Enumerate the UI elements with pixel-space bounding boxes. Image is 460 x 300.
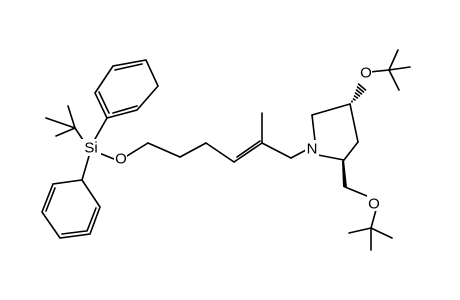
atom-si: Si	[80, 139, 101, 157]
bond	[179, 142, 207, 158]
hash	[356, 86, 365, 93]
atom-o-silyl-ether: O	[114, 150, 127, 168]
bond	[98, 152, 115, 160]
atom-o-ring-ether: O	[359, 64, 372, 82]
oxygen-label: O	[115, 151, 127, 168]
double-bond	[61, 230, 87, 235]
bond	[388, 69, 400, 91]
bond	[388, 66, 411, 71]
bond	[311, 114, 316, 142]
tert-butoxymethyl-side-chain	[344, 186, 393, 251]
bond	[81, 155, 90, 181]
bond	[290, 149, 307, 159]
double-bond	[114, 63, 143, 71]
bond	[369, 69, 390, 73]
alkyl-chain	[98, 112, 307, 163]
label-backdrop	[114, 150, 127, 166]
double-bond	[236, 140, 261, 158]
hash	[352, 98, 356, 101]
bond	[370, 227, 393, 239]
atom-o-side-chain-ether: O	[367, 195, 381, 213]
hashed-wedge-bond	[351, 83, 367, 103]
label-backdrop	[80, 139, 101, 156]
hash	[355, 89, 363, 95]
double-bond	[45, 187, 56, 212]
bond	[147, 142, 181, 158]
hash	[353, 95, 359, 99]
oxygen-label: O	[368, 196, 380, 213]
phenyl-ring-lower	[41, 155, 101, 239]
double-bond	[98, 91, 110, 114]
tert-butoxy-on-ring	[369, 49, 411, 91]
bond	[348, 227, 372, 234]
bond	[388, 49, 399, 71]
label-backdrop	[367, 195, 381, 211]
double-bond	[112, 105, 138, 114]
ring-bonds	[94, 59, 159, 119]
bond	[317, 154, 345, 161]
nitrogen-label: N	[307, 141, 318, 158]
bond	[45, 117, 76, 129]
bond	[205, 142, 235, 163]
hash	[357, 83, 367, 91]
label-backdrop	[305, 140, 319, 158]
bond	[343, 141, 359, 161]
bond	[55, 127, 76, 137]
bond	[126, 142, 149, 157]
bond	[349, 103, 359, 143]
double-bond	[86, 207, 97, 232]
atom-n: N	[305, 140, 319, 158]
phenyl-ring-upper	[90, 59, 159, 147]
oxygen-label: O	[360, 65, 372, 82]
hash	[354, 92, 361, 97]
bond	[233, 142, 263, 163]
silicon-label: Si	[84, 140, 97, 157]
ring-bonds	[41, 179, 101, 239]
bond	[67, 105, 76, 129]
pyrrolidine-ring	[311, 103, 359, 161]
bond	[311, 103, 351, 116]
bold-wedge-bond	[342, 160, 347, 187]
label-backdrop	[359, 64, 372, 80]
bond	[370, 209, 377, 229]
bond	[344, 186, 368, 197]
bond	[261, 142, 292, 159]
